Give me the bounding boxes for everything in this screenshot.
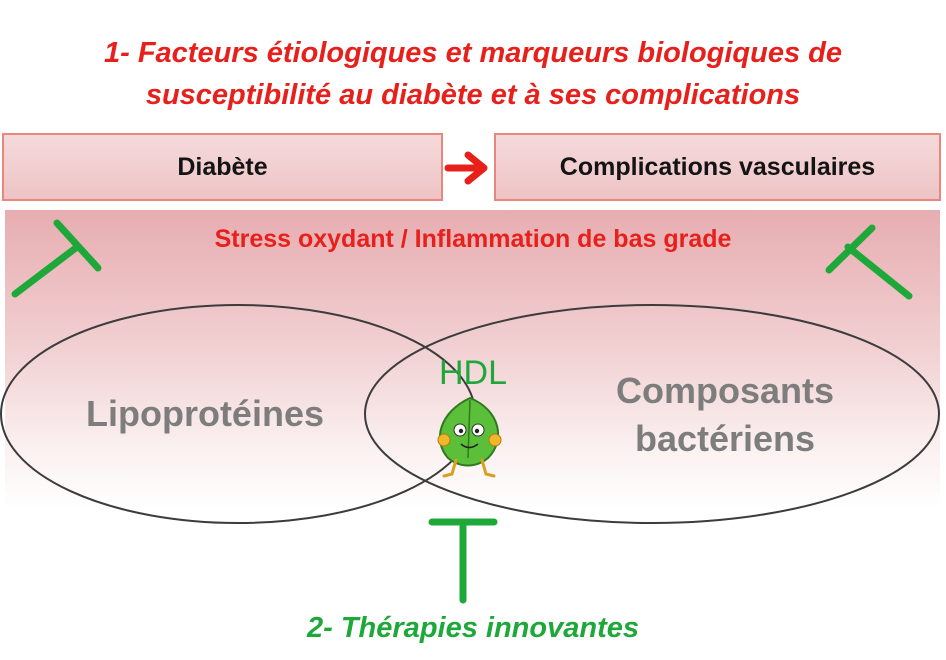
inhibition-bar-icon — [428, 518, 498, 604]
inhibition-bar-icon — [11, 219, 102, 298]
arrow-right-icon — [444, 151, 488, 185]
stress-label: Stress oxydant / Inflammation de bas gra… — [214, 225, 732, 253]
leaf-mascot-icon — [437, 396, 502, 478]
composants-line-1: Composants — [615, 370, 835, 411]
diabete-box: Diabète — [2, 133, 443, 201]
composants-bacteriens-label: Composants bactériens — [590, 367, 860, 463]
diagram-title: 1- Facteurs étiologiques et marqueurs bi… — [0, 32, 946, 116]
complications-label: Complications vasculaires — [559, 152, 876, 181]
lipoproteines-label: Lipoprotéines — [85, 393, 324, 434]
title-line-1: 1- Facteurs étiologiques et marqueurs bi… — [103, 37, 843, 69]
complications-box: Complications vasculaires — [494, 133, 941, 201]
title-line-2: susceptibilité au diabète et à ses compl… — [145, 79, 801, 111]
diabete-label: Diabète — [177, 152, 268, 181]
hdl-label: HDL — [438, 354, 508, 392]
therapies-label: 2- Thérapies innovantes — [307, 612, 639, 644]
venn-ellipse-right — [364, 304, 940, 524]
inhibition-bar-icon — [825, 224, 913, 300]
composants-line-2: bactériens — [634, 418, 816, 459]
